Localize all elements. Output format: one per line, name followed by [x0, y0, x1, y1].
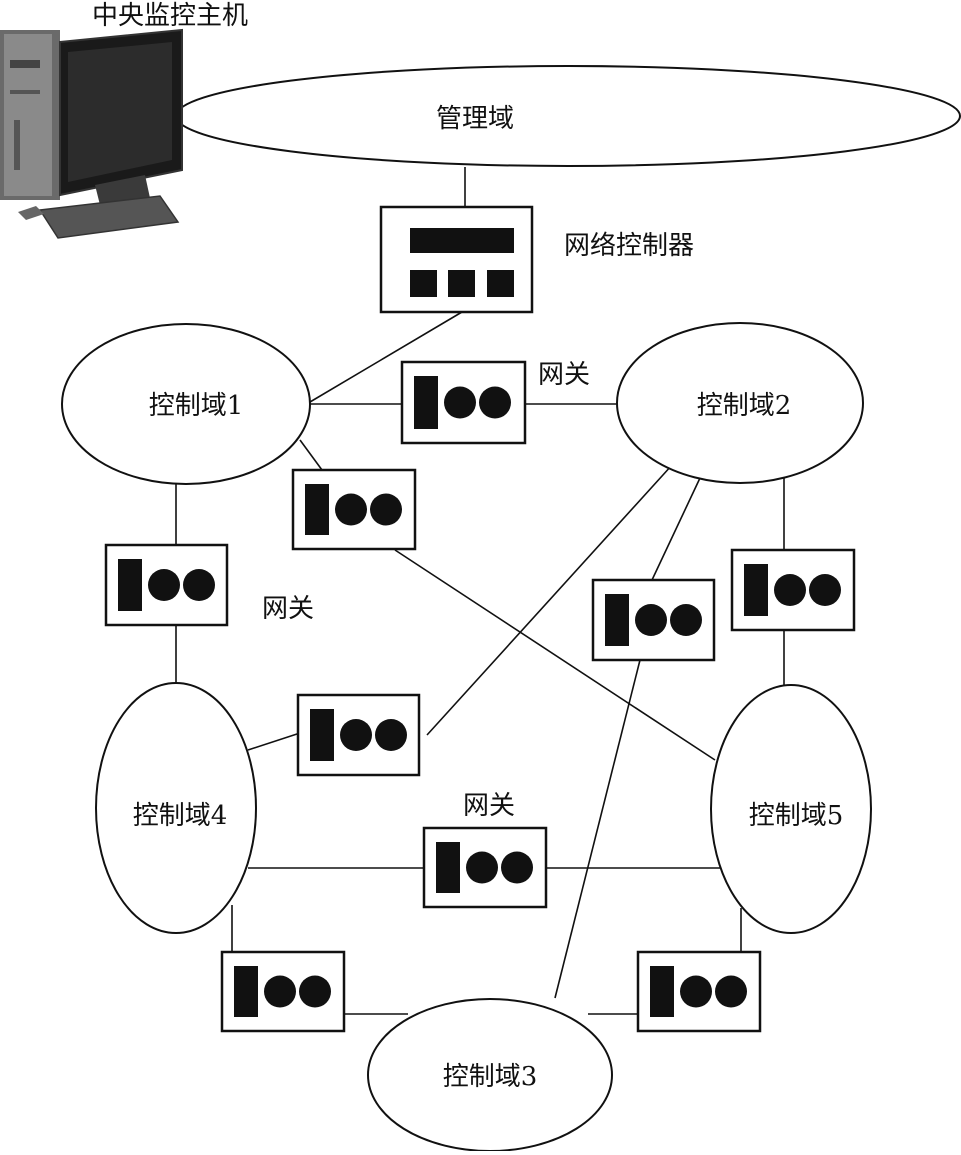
gateway-port-dot-2	[715, 975, 747, 1008]
management-domain-label: 管理域	[436, 104, 514, 134]
link-gw24-d4	[247, 732, 301, 751]
host-label: 中央监控主机	[92, 1, 248, 31]
gateway-port-bar	[436, 842, 460, 893]
gateway-port-bar	[744, 564, 768, 616]
gateway-1-2	[400, 360, 527, 445]
control-domain-4-label: 控制域4	[133, 801, 228, 831]
control-domain-1-label: 控制域1	[149, 391, 244, 421]
gateway-2-3	[591, 578, 716, 662]
gateway-port-bar	[118, 559, 142, 611]
gateways	[104, 360, 856, 1033]
gateway-3-4	[220, 950, 346, 1033]
gateway-port-dot-1	[148, 569, 180, 601]
control-domain-2-label: 控制域2	[697, 391, 792, 421]
gateway-port-dot-1	[444, 386, 476, 419]
gateway-2-4	[296, 693, 421, 777]
computer-icon	[0, 28, 183, 239]
gateway-label-1-4: 网关	[262, 594, 314, 624]
gateway-port-dot-1	[466, 851, 498, 884]
link-d2-gw23	[651, 477, 701, 581]
gateway-1-5	[291, 468, 417, 551]
gateway-port-dot-2	[670, 604, 702, 636]
network-controller-icon	[379, 205, 534, 314]
gateway-port-dot-1	[335, 493, 367, 526]
link-gw15-d5	[394, 549, 716, 761]
control-domain-5	[710, 684, 872, 934]
gateway-port-bar	[605, 594, 629, 646]
gateway-port-dot-1	[680, 975, 712, 1008]
gateway-4-5	[422, 826, 548, 909]
gateway-port-dot-2	[375, 719, 407, 751]
control-domain-1	[61, 323, 311, 485]
gateway-port-dot-1	[340, 719, 372, 751]
gateway-port-dot-1	[774, 574, 806, 606]
gateway-port-dot-2	[299, 975, 331, 1008]
gateway-port-bar	[305, 484, 329, 535]
management-domain-ellipse	[175, 65, 961, 167]
gateway-port-bar	[234, 966, 258, 1017]
gateway-2-5	[730, 548, 856, 632]
connection-lines	[175, 167, 785, 1015]
gateway-port-dot-1	[264, 975, 296, 1008]
gateway-port-dot-1	[635, 604, 667, 636]
gateway-3-5	[636, 950, 762, 1033]
gateway-port-dot-2	[501, 851, 533, 884]
gateway-port-bar	[414, 376, 438, 429]
gateway-port-dot-2	[183, 569, 215, 601]
gateway-port-dot-2	[809, 574, 841, 606]
control-domain-4	[95, 682, 257, 934]
control-domain-3-label: 控制域3	[443, 1062, 538, 1092]
gateway-port-dot-2	[479, 386, 511, 419]
gateway-port-bar	[650, 966, 674, 1017]
gateway-port-dot-2	[370, 493, 402, 526]
gateway-label-4-5: 网关	[463, 791, 515, 821]
gateway-label-1-2: 网关	[538, 360, 590, 390]
gateway-1-4	[104, 543, 229, 627]
link-gw23-d3	[554, 659, 641, 999]
link-d1-gw15	[299, 439, 323, 471]
control-domain-5-label: 控制域5	[749, 801, 844, 831]
link-d2-gw24	[426, 464, 673, 736]
network-controller-label: 网络控制器	[564, 231, 694, 261]
gateway-port-bar	[310, 709, 334, 761]
link-controller-d1	[309, 311, 463, 403]
control-domain-2	[616, 322, 864, 484]
